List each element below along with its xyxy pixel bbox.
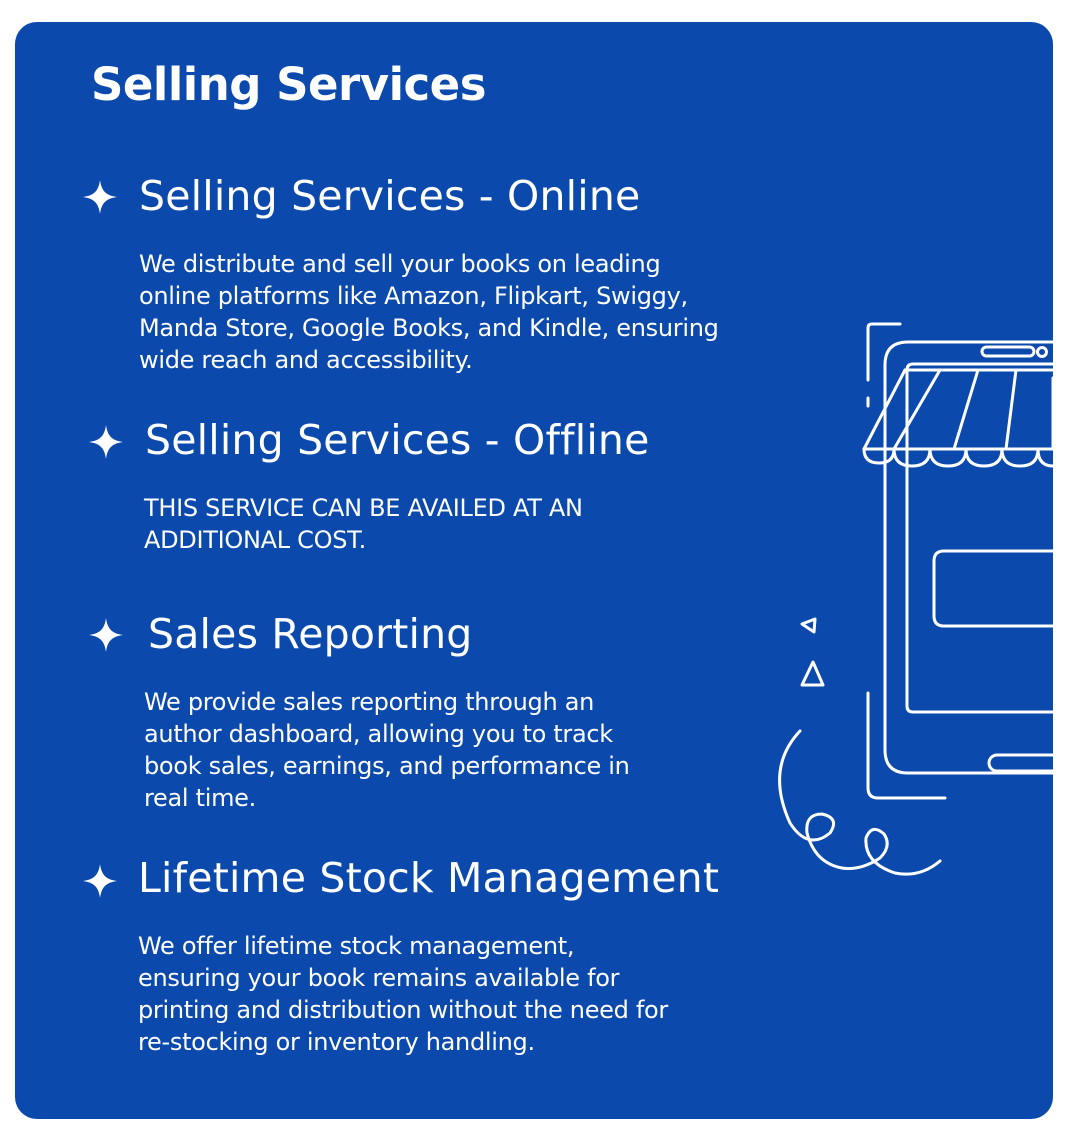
body-line: author dashboard, allowing you to track [144,720,613,748]
section-body: We offer lifetime stock management, ensu… [138,930,668,1058]
body-line: online platforms like Amazon, Flipkart, … [139,282,688,310]
section-heading: Sales Reporting [148,610,473,658]
section-heading: Selling Services - Online [139,172,641,220]
selling-services-card: Selling Services Selling Services - Onli… [15,22,1053,1119]
section-body: THIS SERVICE CAN BE AVAILED AT AN ADDITI… [144,492,583,556]
sparkle-icon [83,180,117,214]
mobile-storefront-icon [778,322,1053,876]
body-line: We distribute and sell your books on lea… [139,250,661,278]
section-body: We provide sales reporting through an au… [144,686,630,814]
body-line: book sales, earnings, and performance in [144,752,630,780]
body-line: THIS SERVICE CAN BE AVAILED AT AN [144,494,583,522]
section-heading: Lifetime Stock Management [138,854,720,902]
sparkle-icon [89,425,123,459]
section-body: We distribute and sell your books on lea… [139,248,719,376]
section-heading: Selling Services - Offline [145,416,650,464]
sparkle-icon [83,864,117,898]
sparkle-icon [89,618,123,652]
page-title: Selling Services [91,58,486,111]
body-line: wide reach and accessibility. [139,346,473,374]
body-line: re-stocking or inventory handling. [138,1028,535,1056]
body-line: Manda Store, Google Books, and Kindle, e… [139,314,719,342]
body-line: printing and distribution without the ne… [138,996,668,1024]
body-line: real time. [144,784,256,812]
body-line: ensuring your book remains available for [138,964,620,992]
body-line: We provide sales reporting through an [144,688,595,716]
body-line: ADDITIONAL COST. [144,526,366,554]
body-line: We offer lifetime stock management, [138,932,575,960]
